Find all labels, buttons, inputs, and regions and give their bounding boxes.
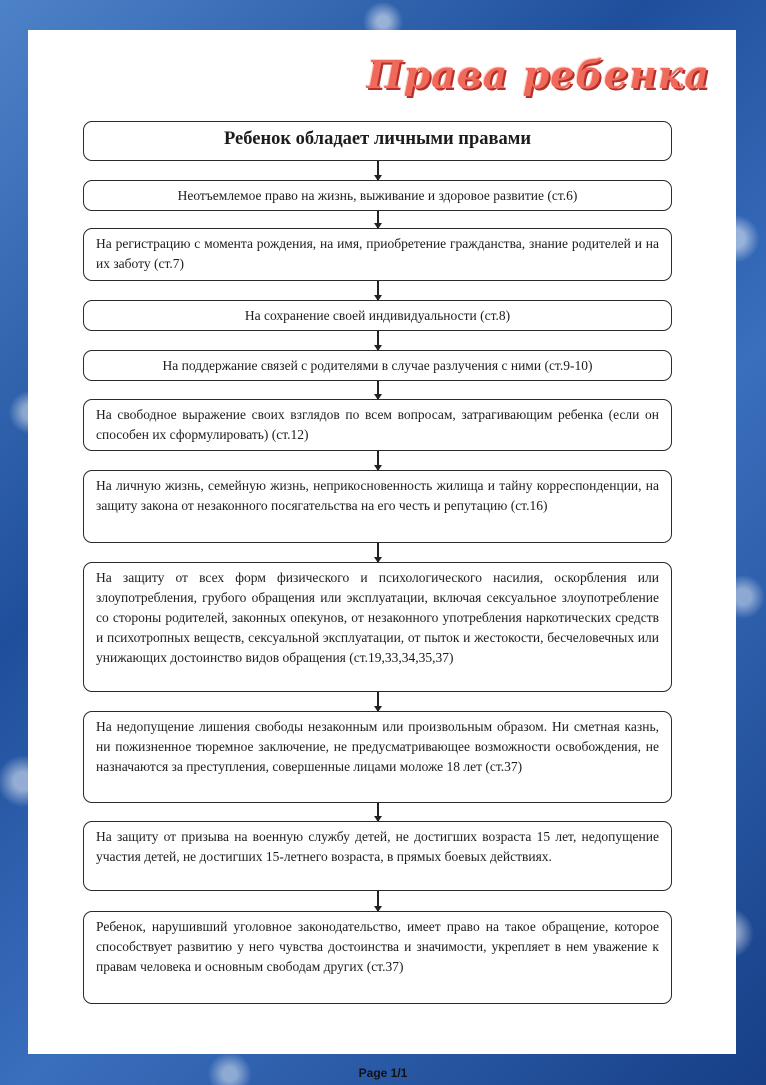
right-text: Неотъемлемое право на жизнь, выживание и… — [177, 188, 578, 203]
flow-arrow — [374, 381, 382, 400]
right-box-2: На регистрацию с момента рождения, на им… — [83, 228, 672, 281]
flow-arrow — [374, 891, 382, 912]
document-sheet: Права ребенка Ребенок обладает личными п… — [28, 30, 736, 1054]
flow-arrow — [374, 331, 382, 351]
right-box-5: На свободное выражение своих взглядов по… — [83, 399, 672, 451]
right-box-4: На поддержание связей с родителями в слу… — [83, 350, 672, 381]
right-text: На регистрацию с момента рождения, на им… — [96, 236, 659, 271]
right-box-7: На защиту от всех форм физического и пси… — [83, 562, 672, 692]
right-text: На недопущение лишения свободы незаконны… — [96, 719, 659, 774]
right-text: На личную жизнь, семейную жизнь, неприко… — [96, 478, 659, 513]
right-box-10: Ребенок, нарушивший уголовное законодате… — [83, 911, 672, 1004]
flow-arrow — [374, 803, 382, 822]
document-title: Права ребенка — [366, 52, 710, 97]
flow-arrow — [374, 211, 382, 229]
flow-arrow — [374, 543, 382, 563]
right-box-3: На сохранение своей индивидуальности (ст… — [83, 300, 672, 331]
right-text: На свободное выражение своих взглядов по… — [96, 407, 659, 442]
header-box: Ребенок обладает личными правами — [83, 121, 672, 161]
right-text: На сохранение своей индивидуальности (ст… — [244, 308, 511, 323]
right-box-8: На недопущение лишения свободы незаконны… — [83, 711, 672, 803]
flow-arrow — [374, 692, 382, 712]
flow-arrow — [374, 451, 382, 471]
right-box-9: На защиту от призыва на военную службу д… — [83, 821, 672, 891]
page-number: Page 1/1 — [358, 1066, 408, 1080]
header-box-text: Ребенок обладает личными правами — [223, 129, 532, 149]
flow-arrow — [374, 161, 382, 181]
right-text: Ребенок, нарушивший уголовное законодате… — [96, 919, 659, 974]
right-text: На защиту от всех форм физического и пси… — [96, 570, 659, 665]
right-box-6: На личную жизнь, семейную жизнь, неприко… — [83, 470, 672, 543]
right-text: На защиту от призыва на военную службу д… — [96, 829, 659, 864]
flow-arrow — [374, 281, 382, 301]
right-box-1: Неотъемлемое право на жизнь, выживание и… — [83, 180, 672, 211]
right-text: На поддержание связей с родителями в слу… — [162, 358, 593, 373]
